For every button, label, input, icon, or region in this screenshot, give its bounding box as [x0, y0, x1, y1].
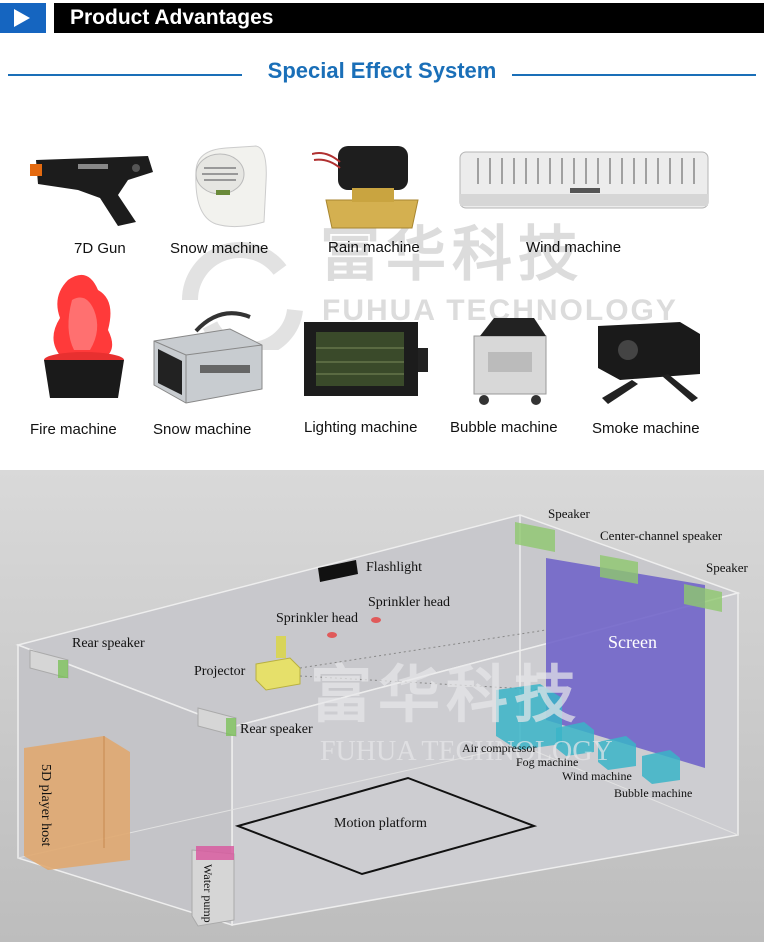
screen-panel — [546, 558, 705, 768]
product-label: Snow machine — [170, 240, 269, 257]
bubble-machine-label: Bubble machine — [614, 786, 692, 800]
sprinkler-head-1 — [327, 632, 337, 638]
air-compressor-box — [496, 684, 562, 750]
diagram-watermark-en: FUHUA TECHNOLOGY — [320, 736, 613, 767]
header-arrow-box — [0, 3, 46, 33]
product-label: Wind machine — [526, 239, 622, 256]
rear-speaker-2-label: Rear speaker — [240, 722, 313, 737]
lighting-machine-image — [304, 322, 428, 396]
wind-machine-image — [459, 151, 709, 209]
product-label: Lighting machine — [304, 419, 418, 436]
rain-machine-image — [312, 146, 419, 229]
smoke-machine-image — [598, 322, 700, 404]
header-title: Product Advantages — [70, 6, 274, 29]
snow-machine-2-image — [153, 311, 263, 404]
product-label: Snow machine — [153, 421, 252, 438]
speaker-right-box — [684, 584, 722, 612]
section-rule-right — [512, 74, 756, 76]
projector-body — [255, 657, 301, 691]
fog-machine-box — [556, 722, 594, 756]
diagram-watermark-cn: 富华科技 — [310, 661, 582, 730]
fog-machine-label: Fog machine — [516, 755, 578, 769]
center-speaker-label: Center-channel speaker — [600, 528, 723, 543]
player-host-label: 5D player host — [38, 764, 53, 847]
fire-machine-image — [44, 274, 124, 398]
snow-machine-image — [195, 145, 267, 228]
cinema-room-diagram: 富华科技 FUHUA TECHNOLOGY Speaker Center-cha… — [0, 470, 764, 942]
play-arrow-icon — [14, 9, 30, 27]
motion-platform-outline — [234, 776, 538, 876]
rear-speaker-1-label: Rear speaker — [72, 636, 145, 651]
header-bar — [54, 3, 764, 33]
air-compressor-label: Air compressor — [462, 741, 536, 755]
sprinkler-1-label: Sprinkler head — [276, 611, 358, 626]
motion-platform-label: Motion platform — [334, 816, 427, 831]
projector-label: Projector — [194, 664, 246, 679]
section-title: Special Effect System — [267, 58, 497, 83]
sprinkler-2-label: Sprinkler head — [368, 595, 450, 610]
speaker-right-label: Speaker — [706, 560, 749, 575]
center-speaker-box — [600, 555, 638, 584]
product-label: Bubble machine — [450, 419, 558, 436]
product-label: Rain machine — [328, 239, 420, 256]
product-label: Fire machine — [30, 421, 117, 438]
bubble-machine-box — [642, 750, 680, 784]
speaker-left-box — [515, 522, 555, 552]
wind-machine-label: Wind machine — [562, 769, 632, 783]
water-pump-label: Water pump — [201, 864, 215, 923]
product-label: 7D Gun — [74, 240, 126, 257]
gun-image — [30, 156, 153, 226]
sprinkler-head-2 — [371, 617, 381, 623]
flashlight-label: Flashlight — [366, 560, 422, 575]
projector-mount — [276, 636, 286, 658]
section-rule-left — [8, 74, 242, 76]
screen-label: Screen — [608, 632, 657, 652]
bubble-machine-image — [473, 318, 547, 405]
flashlight-bar — [318, 560, 358, 582]
speaker-left-label: Speaker — [548, 506, 591, 521]
product-label: Smoke machine — [592, 420, 700, 437]
wind-machine-box — [598, 736, 636, 770]
